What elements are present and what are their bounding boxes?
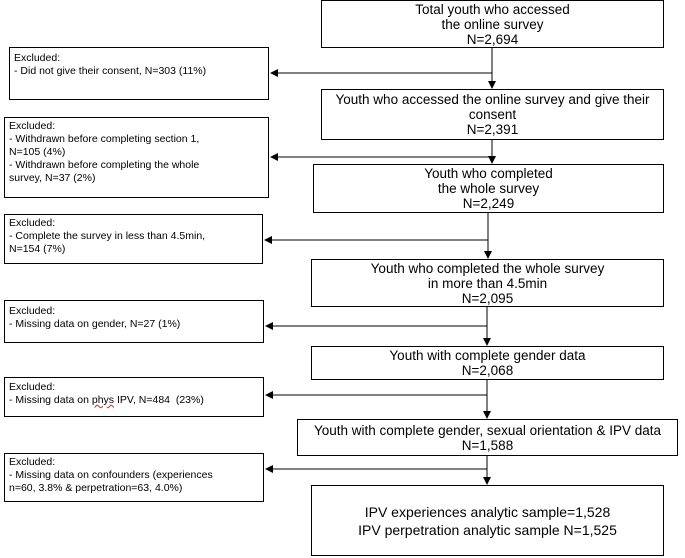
main-box-more-than-4-5min: Youth who completed the whole survey in … bbox=[311, 259, 664, 307]
box-line: Total youth who accessed bbox=[415, 1, 570, 17]
box-line: Youth with complete gender, sexual orien… bbox=[314, 422, 661, 438]
excluded-box-gender: Excluded: - Missing data on gender, N=27… bbox=[4, 300, 264, 343]
excluded-reason: survey, N=37 (2%) bbox=[9, 172, 96, 184]
spellcheck-flagged-word: phys bbox=[91, 394, 115, 406]
excluded-heading: Excluded: bbox=[14, 52, 61, 64]
main-box-analytic-sample: IPV experiences analytic sample=1,528 IP… bbox=[311, 485, 664, 556]
excluded-box-withdrawn: Excluded: - Withdrawn before completing … bbox=[4, 117, 269, 198]
excluded-reason-part: IPV, N=484 (23%) bbox=[114, 394, 204, 406]
box-line: Youth who accessed the online survey and… bbox=[335, 92, 650, 107]
box-line: in more than 4.5min bbox=[427, 275, 548, 291]
excluded-reason: N=105 (4%) bbox=[9, 146, 66, 158]
box-line: N=2,068 bbox=[461, 363, 514, 378]
excluded-reason: N=154 (7%) bbox=[9, 243, 66, 255]
box-line: the online survey bbox=[441, 16, 544, 32]
excluded-reason: - Missing data on confounders (experienc… bbox=[9, 469, 213, 481]
excluded-reason: - Withdrawn before completing the whole bbox=[9, 159, 200, 171]
excluded-reason-part: - Missing data on bbox=[9, 394, 92, 406]
main-box-complete-ipv-data: Youth with complete gender, sexual orien… bbox=[297, 419, 678, 456]
excluded-heading: Excluded: bbox=[9, 120, 56, 132]
box-line: N=2,249 bbox=[462, 196, 515, 211]
excluded-heading: Excluded: bbox=[9, 381, 56, 393]
excluded-reason: - Did not give their consent, N=303 (11%… bbox=[14, 65, 207, 77]
box-line: Youth who completed bbox=[424, 166, 553, 181]
box-line: Youth with complete gender data bbox=[389, 348, 586, 363]
excluded-box-confounders: Excluded: - Missing data on confounders … bbox=[4, 453, 264, 502]
excluded-reason: - Withdrawn before completing section 1, bbox=[9, 133, 200, 145]
main-box-gender-data: Youth with complete gender data N=2,068 bbox=[311, 346, 664, 380]
box-line: N=2,694 bbox=[466, 31, 519, 47]
main-box-completed-survey: Youth who completed the whole survey N=2… bbox=[313, 164, 664, 213]
box-line: N=2,391 bbox=[466, 122, 519, 137]
box-line: consent bbox=[468, 107, 517, 122]
excluded-heading: Excluded: bbox=[9, 305, 56, 317]
excluded-reason: n=60, 3.8% & perpetration=63, 4.0%) bbox=[9, 482, 183, 494]
main-box-consent: Youth who accessed the online survey and… bbox=[321, 89, 664, 140]
excluded-reason: - Complete the survey in less than 4.5mi… bbox=[9, 230, 206, 242]
box-line: IPV experiences analytic sample=1,528 bbox=[364, 503, 611, 520]
box-line: the whole survey bbox=[437, 181, 540, 196]
excluded-heading: Excluded: bbox=[9, 456, 56, 468]
excluded-reason: - Missing data on phys IPV, N=484 (23%) bbox=[9, 394, 259, 407]
box-line: Youth who completed the whole survey bbox=[370, 260, 605, 276]
box-line: N=2,095 bbox=[461, 290, 514, 306]
excluded-box-phys-ipv: Excluded: - Missing data on phys IPV, N=… bbox=[4, 377, 264, 417]
box-line: IPV perpetration analytic sample N=1,525 bbox=[358, 521, 617, 538]
box-line: N=1,588 bbox=[461, 437, 514, 453]
excluded-heading: Excluded: bbox=[9, 217, 56, 229]
main-box-total-accessed: Total youth who accessed the online surv… bbox=[321, 0, 664, 48]
excluded-box-under-4-5min: Excluded: - Complete the survey in less … bbox=[4, 214, 263, 264]
excluded-reason: - Missing data on gender, N=27 (1%) bbox=[9, 318, 181, 330]
excluded-box-consent: Excluded: - Did not give their consent, … bbox=[9, 47, 269, 100]
